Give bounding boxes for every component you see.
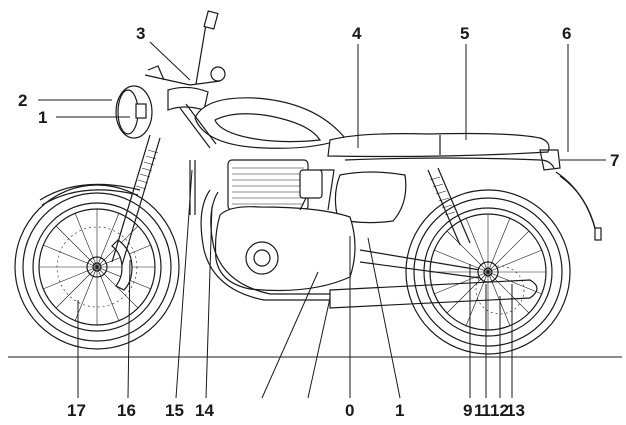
rear-subframe [344, 157, 555, 169]
exhaust-pipe [200, 189, 384, 301]
callout-4: 4 [352, 24, 362, 43]
frame-front-downtube [179, 107, 211, 149]
front-forks [111, 134, 161, 266]
licence-plate-light [594, 227, 602, 241]
callout-14: 14 [195, 401, 214, 420]
front-wheel [14, 184, 180, 350]
seat [327, 132, 550, 158]
silencer [329, 279, 538, 309]
callout-9: 9 [463, 401, 473, 420]
rear-mudguard [555, 171, 597, 233]
tail-light [539, 149, 561, 171]
callout-13: 13 [506, 401, 525, 420]
callout-15: 15 [165, 401, 184, 420]
side-panel [334, 171, 407, 224]
callout-3: 3 [136, 24, 146, 43]
callout-6: 6 [562, 24, 572, 43]
headlight [115, 85, 153, 139]
callout-0: 0 [345, 401, 355, 420]
front-mudguard [39, 183, 141, 201]
callout-7: 7 [610, 151, 620, 170]
callout-12: 12 [490, 401, 509, 420]
rear-wheel [405, 189, 571, 355]
engine [214, 159, 356, 292]
callout-17: 17 [67, 401, 86, 420]
fuel-tank [194, 97, 346, 149]
swingarm [359, 249, 481, 271]
callout-11: 11 [474, 401, 491, 420]
callout-1-bottom: 1 [395, 401, 405, 420]
rear-shock [427, 167, 471, 246]
callout-1: 1 [38, 108, 48, 127]
leader-lines [38, 41, 606, 399]
callout-5: 5 [460, 24, 470, 43]
callout-2: 2 [18, 91, 28, 110]
handlebars [144, 10, 226, 111]
callout-16: 16 [117, 401, 136, 420]
